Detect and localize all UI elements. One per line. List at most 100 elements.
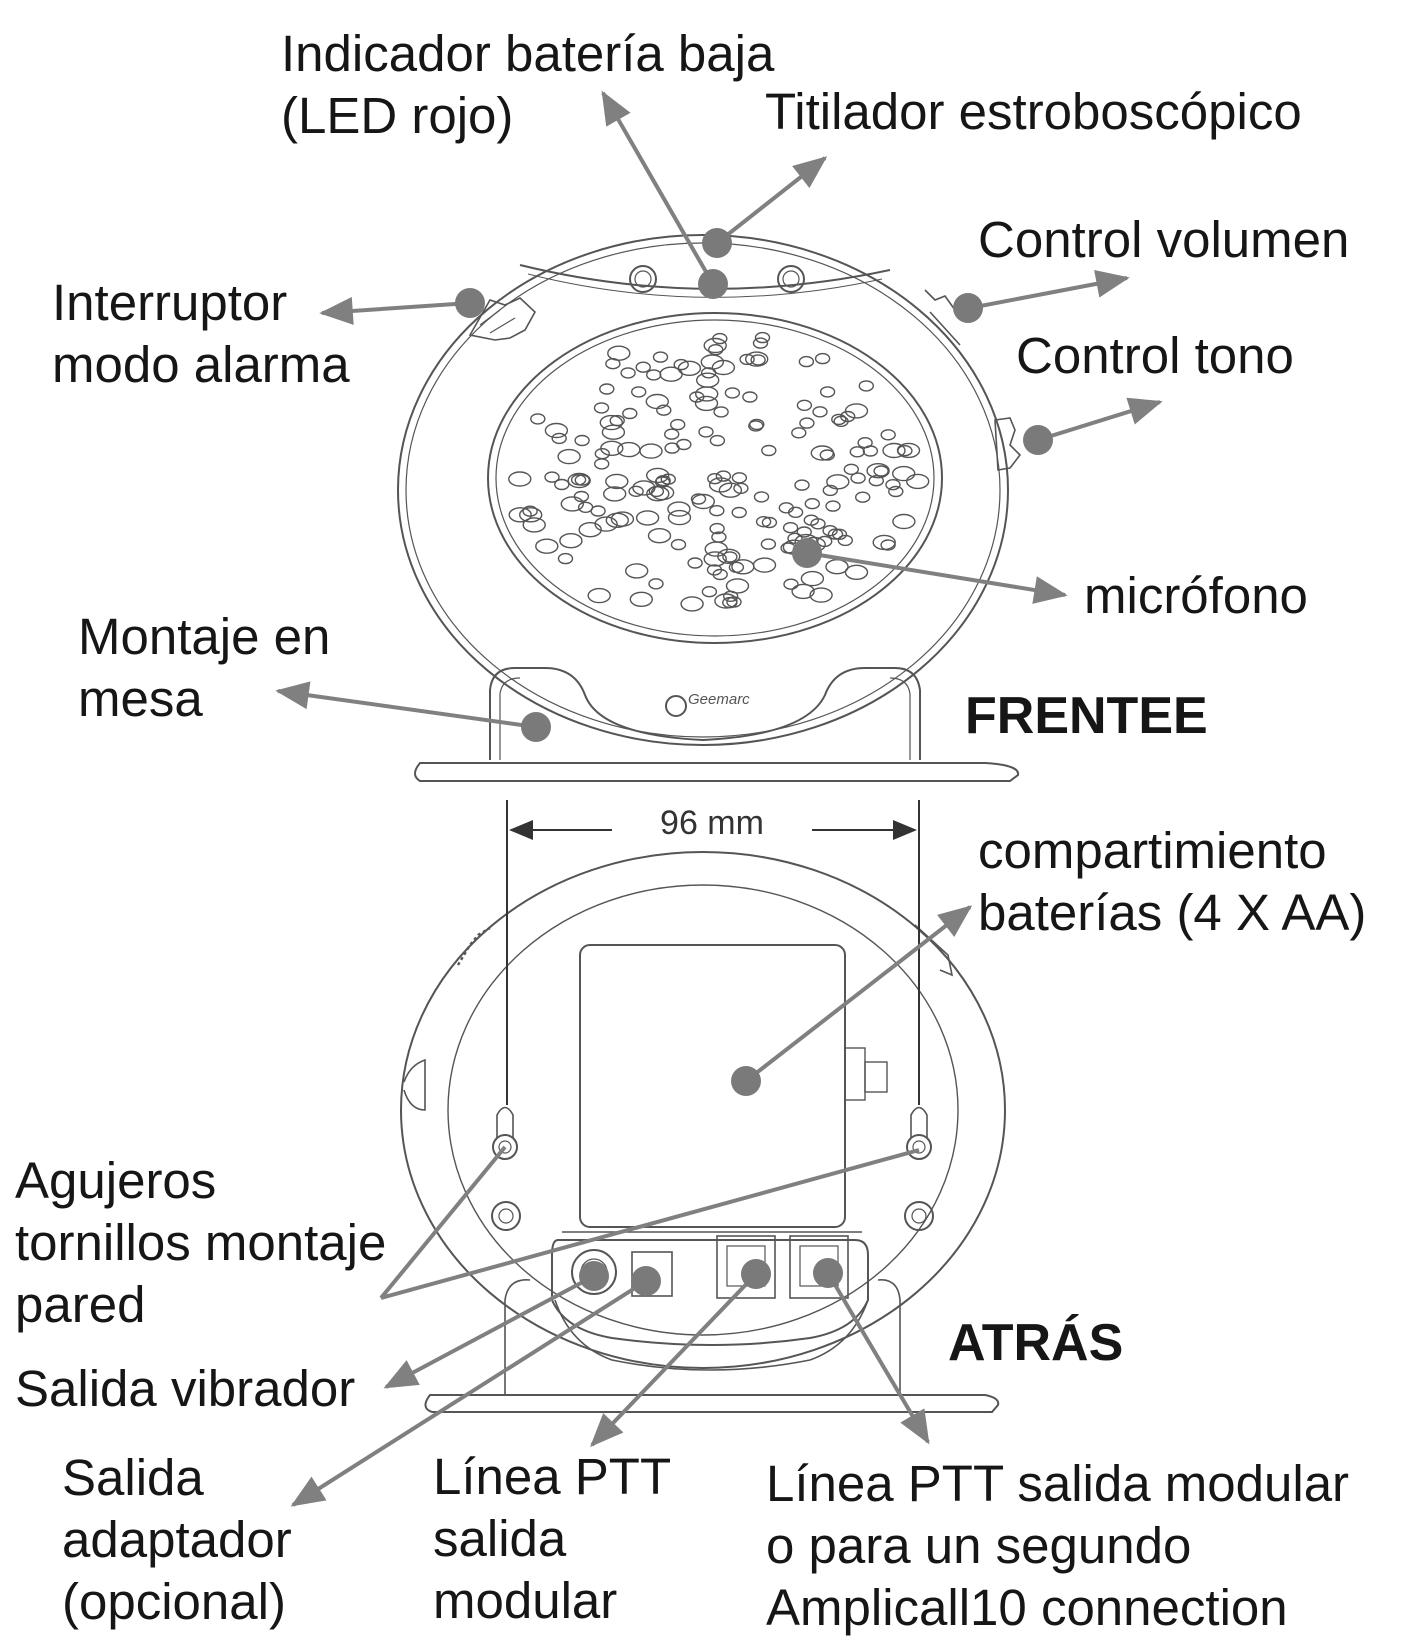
grille-hole [625, 563, 649, 579]
grille-hole [713, 406, 729, 418]
battery-compartment-label: compartimiento baterías (4 X AA) [978, 820, 1366, 944]
grille-hole [709, 522, 725, 535]
grille-hole [798, 355, 815, 368]
grille-hole [873, 465, 889, 477]
callout-wall-hole-right [380, 1148, 920, 1300]
strobe-right-led [777, 265, 805, 293]
grille-hole [819, 449, 835, 461]
grille-hole [573, 490, 590, 503]
grille-hole [687, 557, 703, 569]
front-view [397, 234, 1022, 782]
grille-hole [844, 564, 869, 580]
grille-hole [897, 445, 913, 457]
front-view-title: FRENTEE [965, 687, 1208, 745]
grille-hole [605, 512, 629, 528]
grille-hole [825, 559, 849, 575]
callout-ptt-second [826, 1271, 930, 1445]
grille-hole [522, 517, 546, 533]
grille-hole [599, 414, 623, 431]
grille-hole [868, 475, 884, 487]
adapter-label-line1: Salida [62, 1449, 204, 1506]
grille-hole [701, 586, 718, 598]
connector-panel [551, 1239, 869, 1346]
back-body-outline [400, 851, 1006, 1369]
adapter-label-line2: adaptador [62, 1511, 292, 1568]
grille-hole [809, 587, 833, 603]
grille-hole [667, 509, 692, 526]
ptt-line-label: Línea PTT salida modular [433, 1446, 671, 1632]
grille-hole [703, 551, 727, 567]
table-mount-label: Montaje en mesa [78, 606, 330, 730]
grille-hole [822, 525, 838, 537]
grille-hole [646, 369, 662, 381]
grille-hole [690, 493, 707, 505]
grille-hole [761, 444, 777, 457]
grille-hole [696, 372, 720, 388]
grille-hole [635, 361, 651, 373]
grille-hole [590, 505, 606, 517]
callout-table-mount [275, 681, 537, 729]
grille-hole [522, 505, 538, 517]
grille-hole [560, 496, 584, 512]
grille-hole [866, 463, 890, 479]
ptt-line-label-line3: modular [433, 1572, 618, 1629]
vibrator-label: Salida vibrador [15, 1360, 356, 1417]
grille-hole [880, 429, 896, 441]
grille-hole [557, 448, 581, 465]
dc-jack [631, 1251, 673, 1297]
grille-hole [667, 501, 691, 517]
grille-hole [880, 539, 896, 551]
front-stand [489, 667, 921, 760]
alarm-switch-label-line2: modo alarma [52, 336, 350, 393]
grille-hole [796, 399, 813, 411]
dimension-96mm [506, 800, 920, 1105]
speaker-grille [487, 312, 943, 644]
grille-hole [888, 485, 904, 498]
grille-hole [725, 578, 750, 594]
grille-hole [673, 358, 689, 371]
ptt-line-label-line2: salida [433, 1510, 567, 1567]
grille-hole [718, 482, 743, 498]
grille-hole [906, 473, 930, 490]
grille-hole [745, 351, 769, 367]
grille-hole [594, 516, 618, 532]
callout-dots [455, 228, 1053, 1296]
grille-hole [652, 351, 669, 363]
grille-hole [831, 413, 847, 426]
callout-vibrator [383, 1274, 595, 1389]
grille-hole [554, 478, 570, 491]
grille-hole [594, 448, 610, 460]
grille-hole [570, 474, 587, 486]
table-mount-label-line2: mesa [78, 670, 203, 727]
grille-hole [680, 596, 704, 612]
grille-hole [617, 441, 641, 458]
adapter-label: Salida adaptador (opcional) [62, 1447, 292, 1633]
battery-compartment-label-line2: baterías (4 X AA) [978, 884, 1367, 941]
callout-volume [969, 270, 1130, 310]
grille-hole [629, 591, 653, 607]
grille-hole [782, 522, 799, 534]
grille-hole [594, 458, 610, 470]
grille-hole [843, 463, 859, 475]
grille-hole [731, 472, 748, 484]
vibrator-jack [571, 1249, 617, 1295]
grille-hole [530, 413, 546, 425]
grille-hole [791, 427, 807, 439]
grille-hole [819, 386, 836, 398]
battery-cover [579, 944, 846, 1228]
callout-adapter [290, 1279, 648, 1507]
wall-holes-label-line1: Agujeros [15, 1152, 217, 1209]
adapter-label-line3: (opcional) [62, 1573, 286, 1630]
grille-hole [804, 498, 820, 510]
grille-hole [607, 345, 631, 361]
grille-hole [800, 570, 825, 587]
low-battery-label-line1: Indicador batería baja [281, 25, 775, 82]
grille-hole [892, 465, 916, 482]
grille-hole [826, 474, 850, 490]
grille-hole [635, 510, 660, 526]
grille-hole [857, 437, 873, 449]
grille-hole [872, 534, 896, 551]
grille-hole [601, 424, 626, 440]
right-keyhole [910, 1106, 928, 1138]
